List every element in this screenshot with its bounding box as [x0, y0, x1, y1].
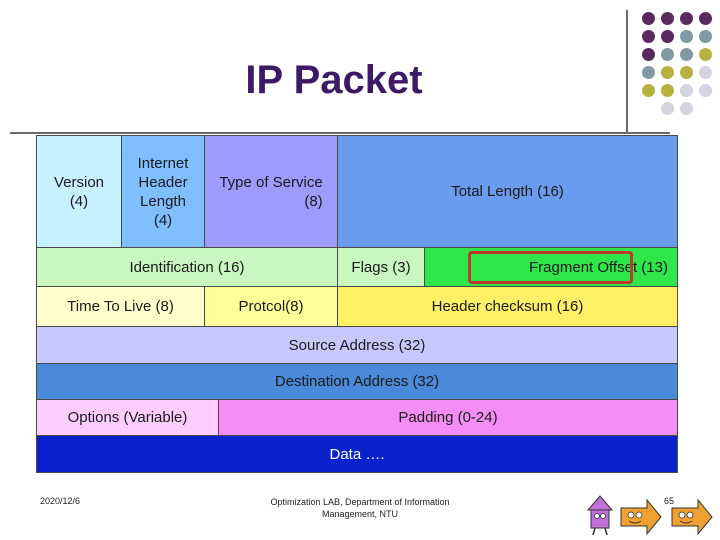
- ihl-label: Internet Header Length (4): [137, 154, 189, 229]
- protocol-field: Protcol(8): [204, 286, 338, 327]
- dot: [661, 102, 674, 115]
- divider-horizontal: [10, 132, 670, 134]
- ttl-label: Time To Live (8): [67, 298, 174, 315]
- back-arrow-figure-icon[interactable]: [617, 498, 663, 536]
- dot: [642, 30, 655, 43]
- tos-label: Type of Service (8): [219, 173, 323, 210]
- fragment-offset-label: Fragment Offset (13): [529, 258, 668, 276]
- data-field: Data ….: [36, 435, 678, 473]
- page-number: 65: [664, 496, 675, 506]
- dot: [699, 30, 712, 43]
- flags-label: Flags (3): [351, 258, 411, 276]
- destination-address-label: Destination Address (32): [274, 373, 440, 390]
- ihl-field: Internet Header Length (4): [121, 135, 205, 248]
- dot: [642, 12, 655, 25]
- dot: [680, 66, 693, 79]
- dot: [680, 48, 693, 61]
- footer-date: 2020/12/6: [40, 496, 81, 506]
- total-length-label: Total Length (16): [451, 183, 564, 200]
- dot: [680, 12, 693, 25]
- checksum-field: Header checksum (16): [337, 286, 678, 327]
- dot: [661, 12, 674, 25]
- next-arrow-figure-icon[interactable]: [668, 498, 714, 536]
- tos-field: Type of Service (8): [204, 135, 338, 248]
- version-label: Version (4): [53, 173, 105, 210]
- dot: [680, 102, 693, 115]
- padding-label: Padding (0-24): [398, 409, 498, 426]
- divider-vertical: [626, 10, 628, 132]
- dot: [642, 84, 655, 97]
- footer-text: Optimization LAB, Department of Informat…: [270, 497, 450, 519]
- dot: [661, 30, 674, 43]
- version-field: Version (4): [36, 135, 122, 248]
- dot: [680, 84, 693, 97]
- source-address-field: Source Address (32): [36, 326, 678, 364]
- options-label: Options (Variable): [67, 409, 188, 426]
- dot: [661, 48, 674, 61]
- dot: [680, 30, 693, 43]
- checksum-label: Header checksum (16): [431, 298, 584, 315]
- protocol-label: Protcol(8): [238, 298, 304, 315]
- dot: [699, 84, 712, 97]
- dot: [661, 84, 674, 97]
- source-address-label: Source Address (32): [288, 336, 426, 354]
- home-figure-icon[interactable]: [586, 494, 614, 536]
- dot: [699, 48, 712, 61]
- slide-title: IP Packet: [245, 58, 423, 102]
- fragment-offset-highlight: [468, 251, 633, 284]
- dot: [642, 48, 655, 61]
- ttl-field: Time To Live (8): [36, 286, 205, 327]
- dot: [699, 12, 712, 25]
- destination-address-field: Destination Address (32): [36, 363, 678, 400]
- dot: [661, 66, 674, 79]
- identification-field: Identification (16): [36, 247, 338, 287]
- total-length-field: Total Length (16): [337, 135, 678, 248]
- identification-label: Identification (16): [129, 258, 245, 276]
- padding-field: Padding (0-24): [218, 399, 678, 436]
- dot: [642, 66, 655, 79]
- options-field: Options (Variable): [36, 399, 219, 436]
- dot: [699, 66, 712, 79]
- flags-field: Flags (3): [337, 247, 425, 287]
- data-label: Data ….: [329, 445, 385, 463]
